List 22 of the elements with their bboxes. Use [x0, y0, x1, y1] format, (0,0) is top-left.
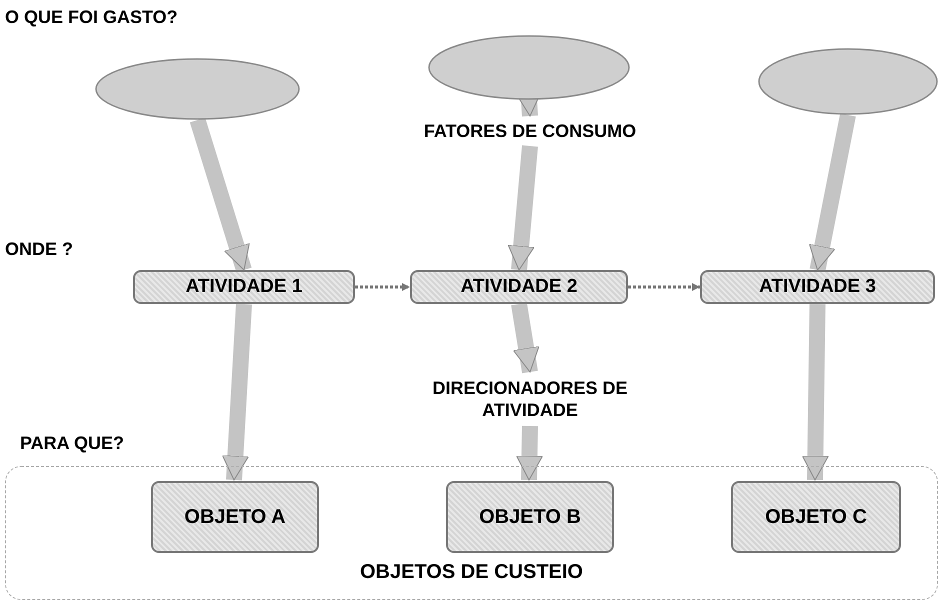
arrow [355, 283, 410, 291]
object-box: OBJETO C [731, 481, 901, 553]
block-arrow [516, 426, 543, 480]
group-frame [5, 466, 938, 600]
block-arrow [508, 145, 538, 271]
flow-label: FATORES DE CONSUMO [424, 120, 636, 142]
row-label: O QUE FOI GASTO? [5, 6, 178, 29]
block-arrow [222, 304, 252, 480]
block-arrow [808, 113, 856, 272]
object-box: OBJETO A [151, 481, 319, 553]
row-label: PARA QUE? [20, 432, 124, 455]
activity-box: ATIVIDADE 2 [410, 270, 628, 304]
object-box: OBJETO B [446, 481, 614, 553]
activity-box: ATIVIDADE 1 [133, 270, 355, 304]
block-arrow [190, 118, 252, 272]
group-caption: OBJETOS DE CUSTEIO [358, 560, 584, 585]
row-label: ONDE ? [5, 238, 74, 261]
flow-label: DIRECIONADORES DE ATIVIDADE [431, 376, 629, 422]
block-arrow [511, 302, 540, 374]
arrow [628, 283, 700, 291]
block-arrow [802, 304, 829, 480]
activity-box: ATIVIDADE 3 [700, 270, 935, 304]
